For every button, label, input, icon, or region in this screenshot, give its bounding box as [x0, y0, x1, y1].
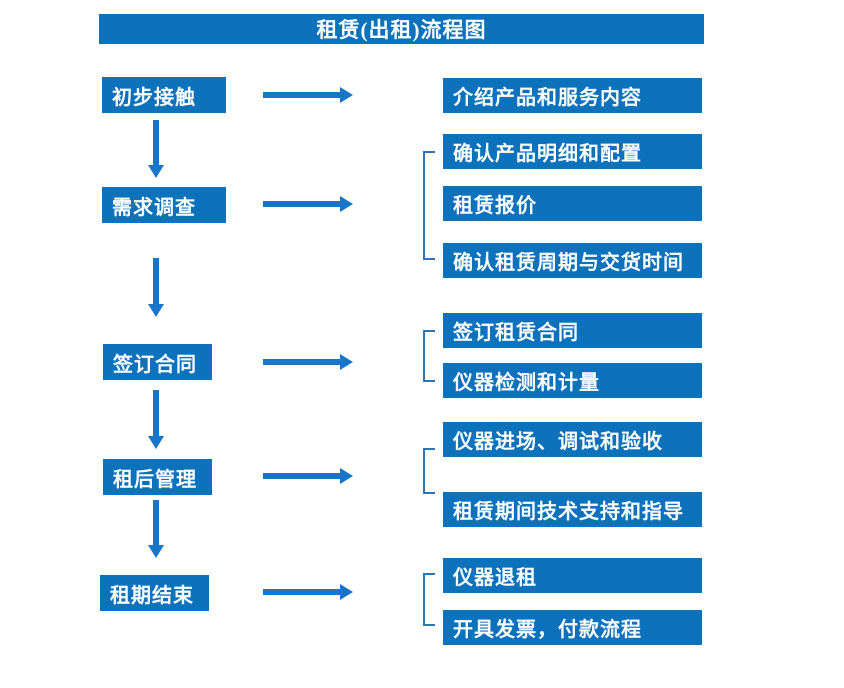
stage-box-sign-contract: 签订合同 — [103, 344, 212, 380]
arrow-shaft — [153, 390, 159, 437]
detail-box-instrument-installation: 仪器进场、调试和验收 — [443, 422, 702, 457]
bracket-sign-contract-details-icon — [423, 330, 435, 382]
arrow-head — [148, 436, 164, 449]
arrow-right-sign-contract-icon — [263, 354, 353, 370]
detail-box-instrument-testing: 仪器检测和计量 — [443, 363, 702, 398]
bracket-demand-survey-details-icon — [423, 151, 435, 260]
arrow-head — [148, 165, 164, 178]
arrow-shaft — [263, 589, 341, 595]
arrow-down-2-icon — [148, 258, 164, 317]
arrow-shaft — [263, 473, 341, 479]
arrow-head — [340, 87, 353, 103]
bracket-rental-end-details-icon — [423, 573, 435, 626]
arrow-head — [340, 468, 353, 484]
arrow-down-3-icon — [148, 390, 164, 449]
stage-box-demand-survey: 需求调查 — [102, 187, 226, 223]
flowchart-title: 租赁(出租)流程图 — [99, 14, 704, 44]
arrow-shaft — [153, 500, 159, 546]
detail-box-introduce-products: 介绍产品和服务内容 — [443, 78, 702, 113]
arrow-shaft — [153, 258, 159, 305]
detail-box-rental-quote: 租赁报价 — [443, 186, 702, 221]
arrow-shaft — [263, 201, 341, 207]
arrow-right-post-rental-icon — [263, 468, 353, 484]
detail-box-confirm-rental-period: 确认租赁周期与交货时间 — [443, 243, 702, 278]
arrow-shaft — [263, 359, 341, 365]
detail-box-instrument-return: 仪器退租 — [443, 558, 702, 593]
bracket-post-rental-details-icon — [423, 448, 435, 494]
stage-box-rental-end: 租期结束 — [100, 575, 209, 611]
arrow-head — [148, 545, 164, 558]
stage-box-initial-contact: 初步接触 — [102, 77, 226, 113]
arrow-right-demand-survey-icon — [263, 196, 353, 212]
arrow-head — [340, 196, 353, 212]
arrow-head — [340, 354, 353, 370]
arrow-right-rental-end-icon — [263, 584, 353, 600]
arrow-head — [148, 304, 164, 317]
arrow-down-4-icon — [148, 500, 164, 558]
detail-box-rental-tech-support: 租赁期间技术支持和指导 — [443, 492, 702, 527]
stage-box-post-rental-management: 租后管理 — [103, 459, 212, 495]
arrow-shaft — [153, 120, 159, 166]
detail-box-sign-rental-contract: 签订租赁合同 — [443, 313, 702, 348]
detail-box-invoice-payment: 开具发票，付款流程 — [443, 610, 702, 645]
detail-box-confirm-product-details: 确认产品明细和配置 — [443, 134, 702, 169]
arrow-shaft — [263, 92, 341, 98]
arrow-right-initial-contact-icon — [263, 87, 353, 103]
arrow-head — [340, 584, 353, 600]
arrow-down-1-icon — [148, 120, 164, 178]
